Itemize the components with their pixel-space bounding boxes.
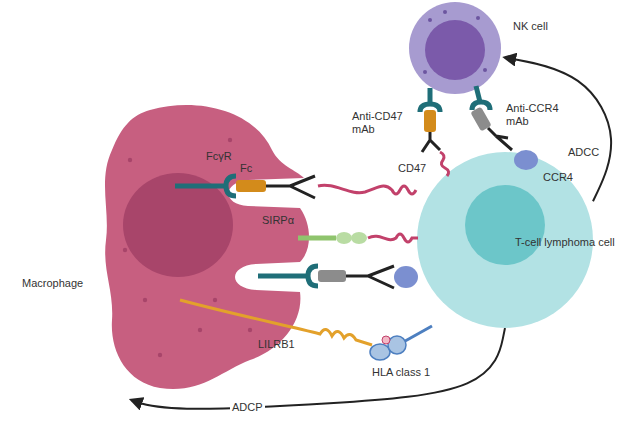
macrophage-cell: Macrophage <box>100 100 310 400</box>
peptide <box>382 336 390 344</box>
granule-dot <box>198 328 202 332</box>
cell-outline <box>405 0 505 96</box>
fcgr-stalk <box>175 184 226 189</box>
nk-nucleus <box>425 20 485 80</box>
part-label: CD47 <box>398 162 426 175</box>
part-label: LILRB1 <box>258 338 295 351</box>
fcgr-stalk <box>476 86 480 102</box>
granule-dot <box>476 16 480 20</box>
hla-stalk <box>398 326 432 345</box>
hla-domain <box>388 336 406 354</box>
nk-cell: NK cell <box>405 0 505 96</box>
arrow-label: ADCP <box>230 401 265 414</box>
sirpa-domain <box>336 232 352 244</box>
macrophage-nucleus <box>123 173 233 277</box>
sirpa-domain <box>351 232 367 244</box>
cd47-molecule <box>368 234 418 242</box>
macrophage-body <box>105 105 309 389</box>
fc-region <box>424 110 436 132</box>
cell-outline <box>100 100 310 400</box>
fc-region <box>470 106 491 131</box>
granule-dot <box>228 138 232 142</box>
t-cell-nucleus <box>465 185 545 265</box>
part-label: HLA class 1 <box>372 366 430 379</box>
granule-dot <box>248 328 252 332</box>
part-label: CCR4 <box>543 171 573 184</box>
ccr4-receptor <box>394 266 418 288</box>
part-label: SIRPα <box>262 214 294 227</box>
antibody-arms <box>488 128 512 150</box>
fcgr-claw <box>308 266 318 286</box>
part-label: Anti-CCR4 mAb <box>506 102 572 128</box>
granule-dot <box>128 158 132 162</box>
fc-region <box>236 180 266 192</box>
granule-dot <box>423 70 427 74</box>
granule-dot <box>483 68 487 72</box>
fcgr-claw <box>420 104 440 112</box>
cd47-molecule <box>318 185 416 194</box>
cell-label: NK cell <box>513 20 548 33</box>
nk-body <box>409 2 501 94</box>
hla-domain <box>370 344 390 360</box>
part-label: Fc <box>240 162 252 175</box>
part-label: Anti-CD47 mAb <box>352 110 418 136</box>
sirpa-stalk <box>298 236 336 241</box>
antibody-arms <box>346 266 394 288</box>
fc-region <box>318 270 346 282</box>
ccr4-receptor <box>514 150 538 170</box>
cell-label: Macrophage <box>22 277 83 290</box>
granule-dot <box>143 298 147 302</box>
granule-dot <box>123 248 127 252</box>
arrow-label: ADCC <box>566 146 601 159</box>
fcgr-stalk <box>258 274 308 279</box>
fcgr-stalk <box>428 88 433 104</box>
fcgr-claw <box>226 176 236 196</box>
fcgr-claw <box>472 102 490 110</box>
cd47-molecule <box>440 152 449 176</box>
antibody-arms <box>266 176 315 198</box>
granule-dot <box>158 353 162 357</box>
granule-dot <box>443 10 447 14</box>
granule-dot <box>213 298 217 302</box>
antibody-arms <box>422 132 440 152</box>
cell-label: T-cell lymphoma cell <box>515 236 615 249</box>
part-label: FcγR <box>206 150 232 163</box>
granule-dot <box>428 18 432 22</box>
